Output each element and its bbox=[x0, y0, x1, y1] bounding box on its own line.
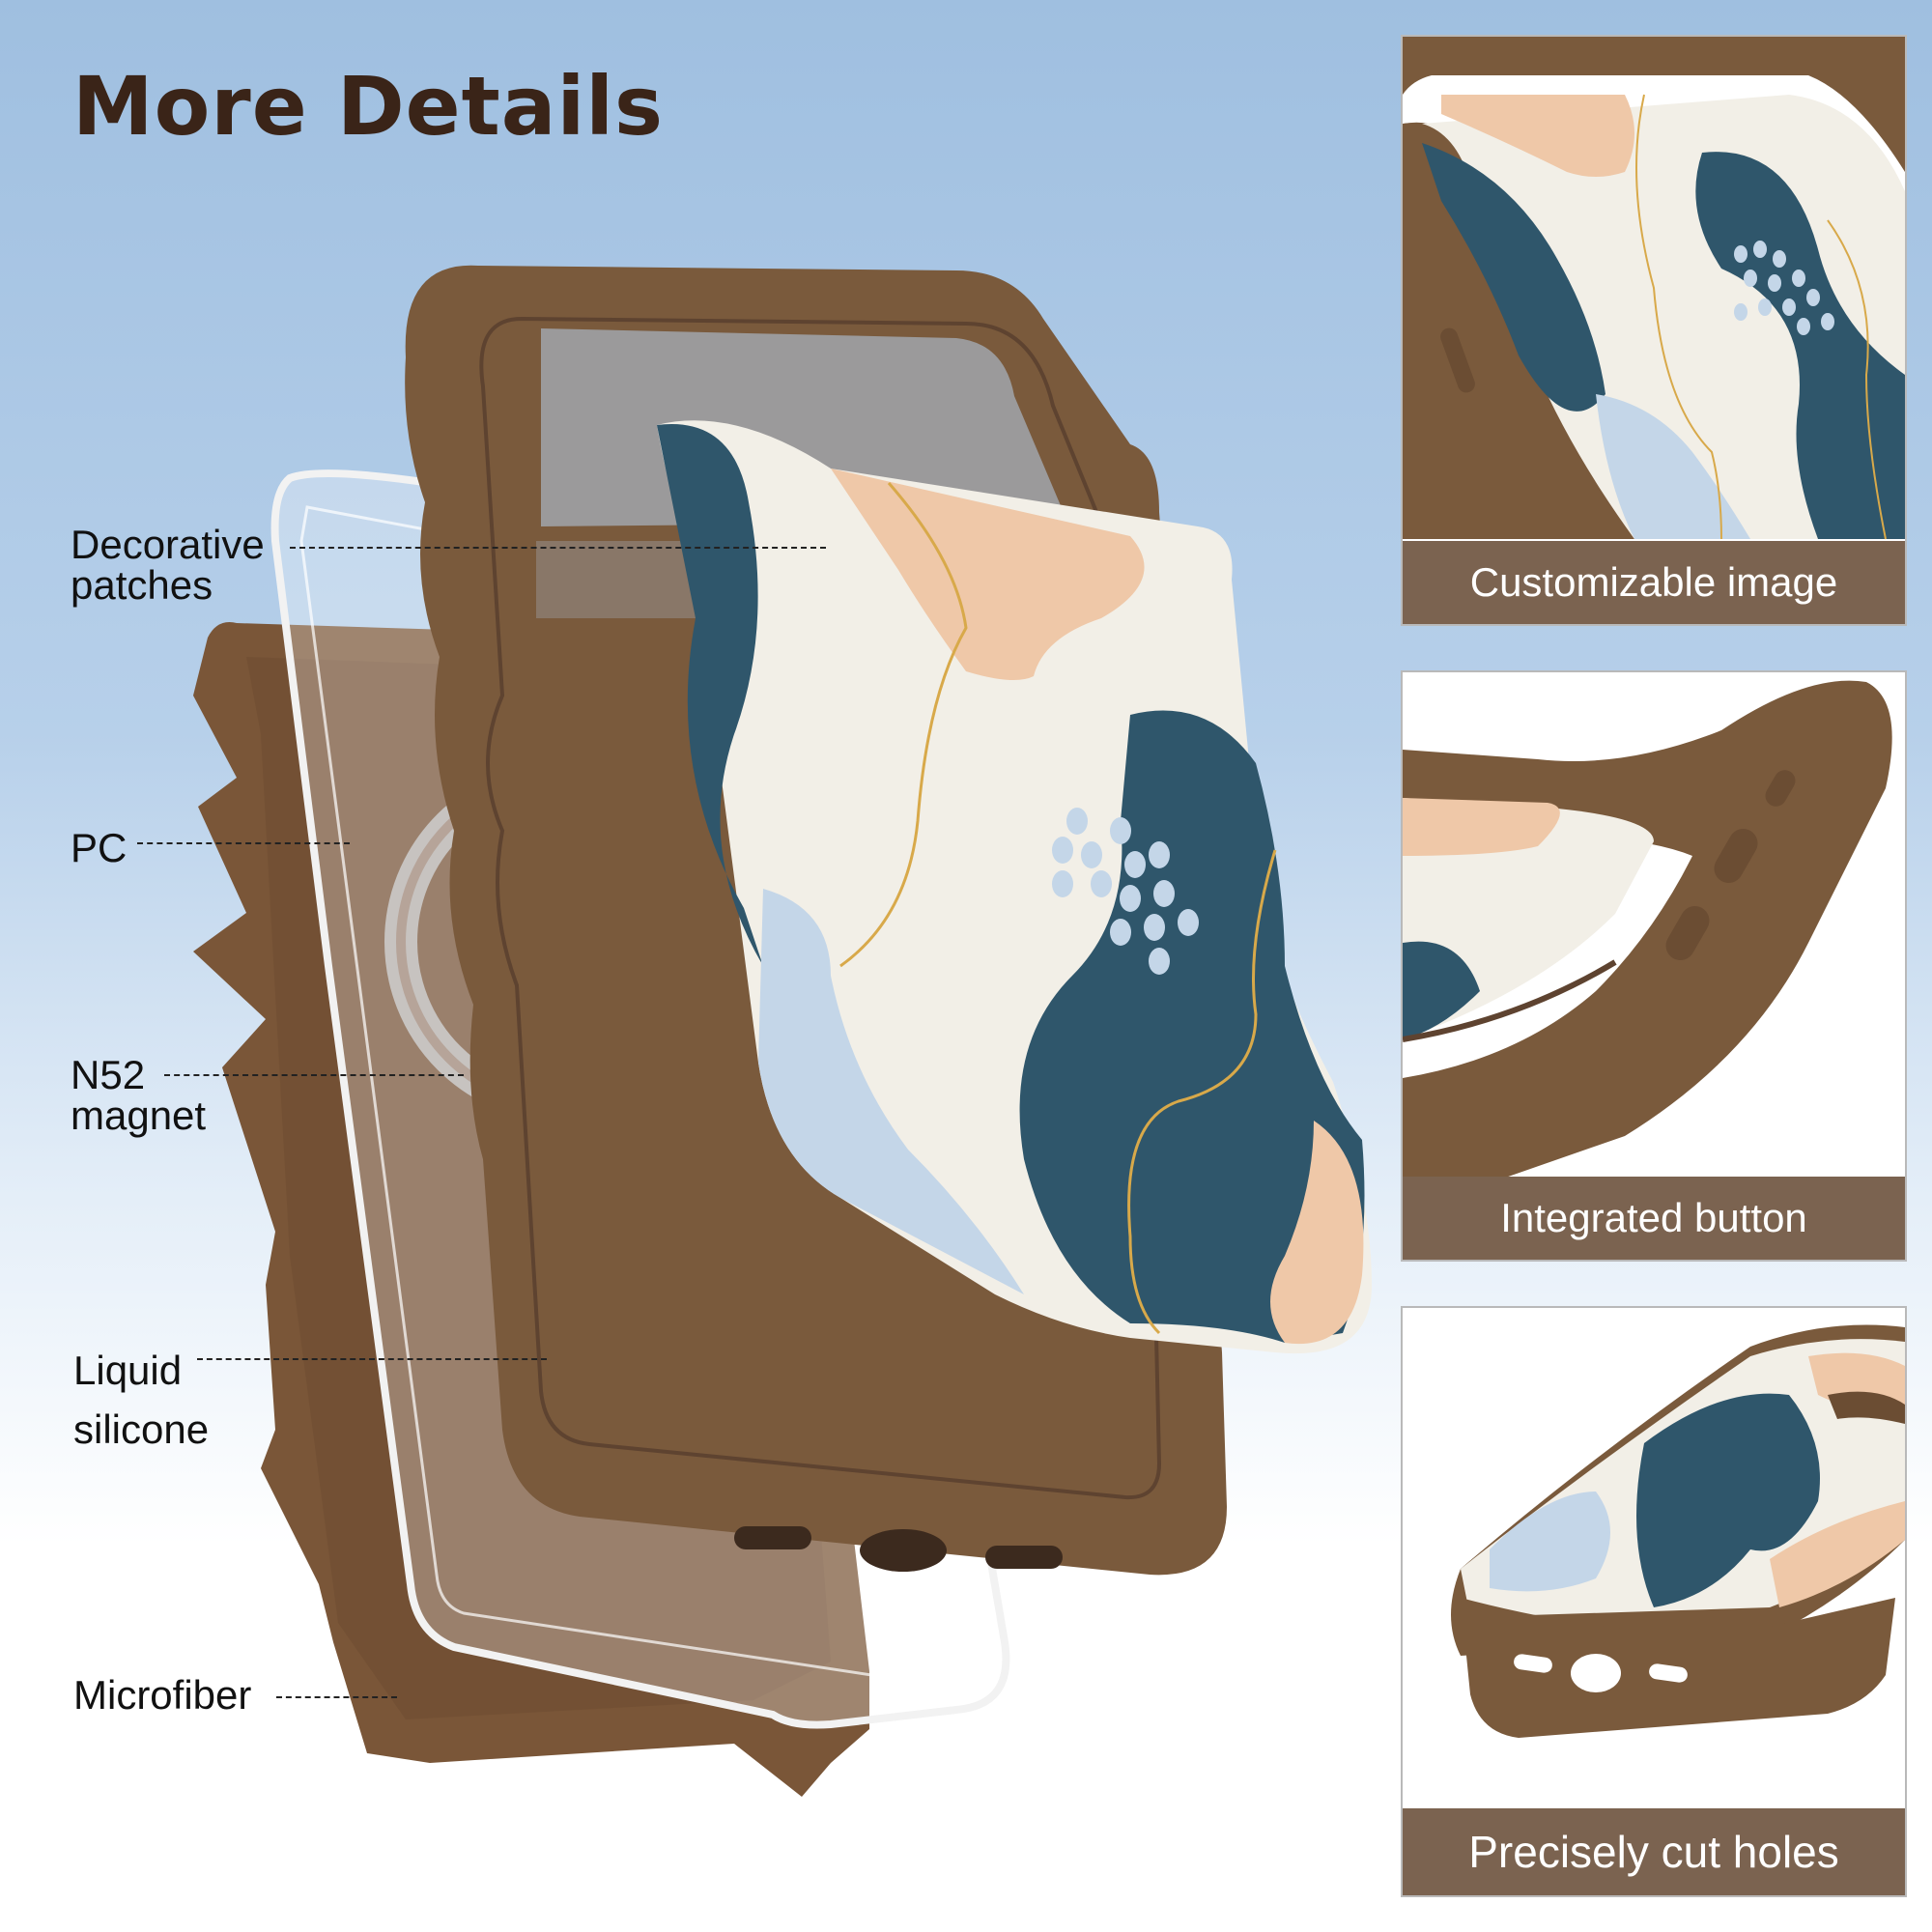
layer-label-decorative-patches: Decorative patches bbox=[71, 522, 265, 608]
customizable-image-closeup bbox=[1403, 37, 1905, 624]
leader-line-decorative-patches bbox=[290, 547, 826, 549]
layer-label-pc: PC bbox=[71, 825, 128, 870]
exploded-case-illustration bbox=[193, 265, 1372, 1797]
panel-caption-integrated-button: Integrated button bbox=[1403, 1177, 1905, 1260]
leader-line-liquid-silicone bbox=[197, 1358, 547, 1360]
precisely-cut-holes-closeup bbox=[1403, 1308, 1905, 1895]
panel-caption-precisely-cut-holes: Precisely cut holes bbox=[1403, 1808, 1905, 1895]
integrated-button-closeup bbox=[1403, 672, 1905, 1260]
layer-label-liquid-silicone: Liquid silicone bbox=[73, 1348, 210, 1452]
leader-line-microfiber bbox=[276, 1696, 397, 1698]
layer-label-microfiber: Microfiber bbox=[73, 1672, 252, 1718]
feature-panel-integrated-button: Integrated button bbox=[1401, 670, 1907, 1262]
leader-line-n52-magnet bbox=[164, 1074, 464, 1076]
feature-panel-customizable-image: Customizable image bbox=[1401, 35, 1907, 626]
decorative-patch bbox=[657, 420, 1372, 1354]
panel-caption-customizable-image: Customizable image bbox=[1403, 541, 1905, 624]
page-title: More Details bbox=[72, 59, 665, 154]
leader-line-pc bbox=[137, 842, 350, 844]
layer-label-n52-magnet: N52 magnet bbox=[71, 1052, 207, 1138]
feature-panel-precisely-cut-holes: Precisely cut holes bbox=[1401, 1306, 1907, 1897]
